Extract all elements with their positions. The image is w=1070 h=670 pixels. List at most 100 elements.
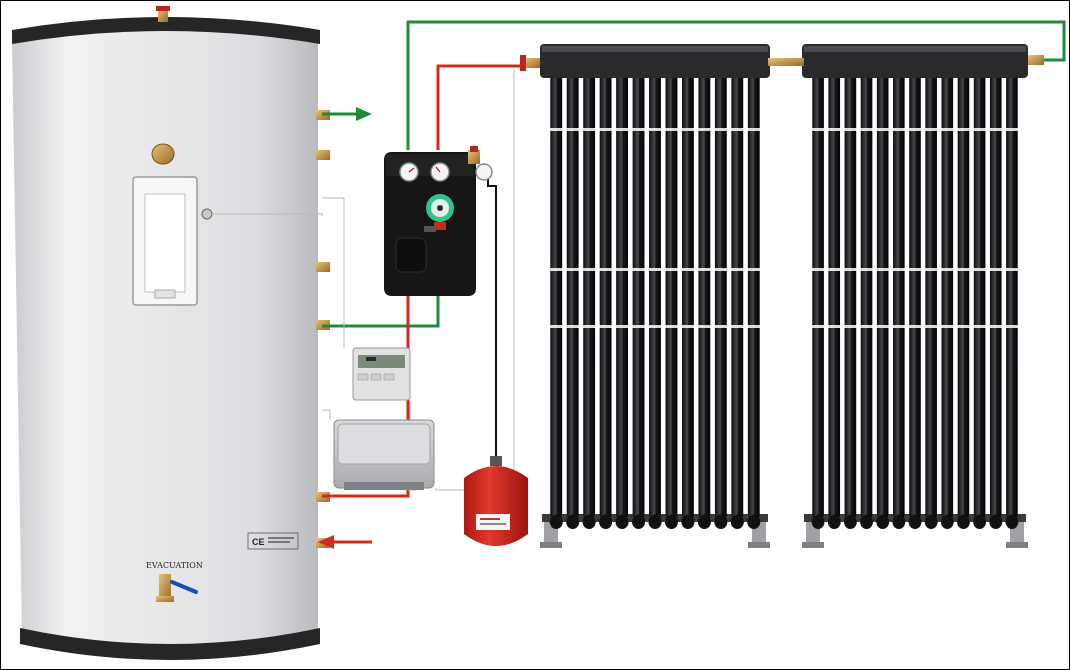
evacuated-tube (908, 72, 922, 529)
tube-end-cap (582, 515, 596, 529)
evacuated-tube (632, 72, 646, 529)
tube-highlight (865, 78, 868, 514)
evacuated-tube (876, 72, 890, 529)
expansion-vessel (464, 456, 528, 546)
collector-manifold (540, 44, 770, 78)
tube-end-cap (632, 515, 646, 529)
hot-water-out-arrow-icon (322, 107, 372, 121)
collector-foot-right (1006, 542, 1028, 548)
evacuated-tube (860, 72, 873, 529)
sensor-port-icon (201, 208, 213, 220)
storage-tank: CE EVACUATION (12, 6, 330, 660)
collector-support-gap (546, 128, 764, 131)
tube-highlight (604, 78, 607, 514)
evacuated-tube (1005, 72, 1019, 529)
tube-end-cap (876, 515, 890, 529)
tube-end-cap (860, 515, 873, 529)
evacuated-tube (924, 72, 938, 529)
tube-end-cap (973, 515, 987, 529)
tube-end-cap (924, 515, 938, 529)
controller-buttons[interactable] (357, 373, 395, 381)
tube-highlight (816, 78, 819, 514)
tube-end-cap (827, 515, 841, 529)
pump-station (384, 146, 493, 296)
tube-highlight (945, 78, 948, 514)
tube-end-cap (1005, 515, 1019, 529)
collector-outlet-port-icon (1028, 55, 1044, 65)
tube-highlight (620, 78, 623, 514)
tube-end-cap (599, 515, 613, 529)
tube-end-cap (549, 515, 563, 529)
tube-highlight (832, 78, 835, 514)
tube-end-cap (730, 515, 744, 529)
collector-foot-left (540, 542, 562, 548)
evacuated-tube (664, 72, 678, 529)
tube-end-cap (714, 515, 728, 529)
tube-end-cap (697, 515, 711, 529)
tube-end-cap (843, 515, 857, 529)
circulation-pump-icon (424, 194, 454, 232)
tube-end-cap (892, 515, 906, 529)
evacuated-tube (582, 72, 596, 529)
tube-highlight (913, 78, 916, 514)
tank-connection-ports (316, 110, 330, 548)
evacuated-tube (843, 72, 857, 529)
evacuated-tube (566, 72, 580, 529)
controller-display (358, 355, 405, 368)
evacuated-tube (599, 72, 613, 529)
collector-manifold-highlight (542, 46, 768, 52)
tube-end-cap (566, 515, 580, 529)
evacuated-tube (549, 72, 563, 529)
solar-controller (352, 347, 411, 401)
evacuated-tube (957, 72, 970, 529)
tube-highlight (670, 78, 672, 514)
cold-supply-pipe (322, 20, 1066, 328)
ce-mark-label: CE (247, 532, 299, 550)
collector-foot-right (748, 542, 770, 548)
collector-support-gap (808, 268, 1022, 271)
top-valve-icon (156, 6, 170, 22)
collector-support-gap (808, 128, 1022, 131)
tank-bottom-cap (20, 628, 320, 660)
tube-end-cap (989, 515, 1003, 529)
expansion-line (487, 172, 497, 460)
collector-foot-left (802, 542, 824, 548)
tube-highlight (1010, 78, 1013, 514)
tube-end-cap (664, 515, 678, 529)
evacuated-tube (681, 72, 695, 529)
evacuated-tube (940, 72, 954, 529)
evacuation-valve-icon[interactable] (156, 574, 198, 602)
tube-highlight (702, 78, 705, 514)
tube-end-cap (615, 515, 629, 529)
tube-end-cap (747, 515, 761, 529)
ce-mark-text: CE (252, 537, 265, 547)
tube-highlight (554, 78, 557, 514)
tank-top-cap (12, 17, 320, 44)
pressure-gauge-icon (399, 162, 419, 182)
tube-end-cap (908, 515, 922, 529)
collector-manifold (802, 44, 1028, 78)
tube-highlight (978, 78, 981, 514)
tube-highlight (571, 78, 574, 514)
evacuated-tube (811, 72, 825, 529)
evacuated-tube (697, 72, 711, 529)
solar-collector-1 (540, 44, 770, 548)
collector-link-port-icon (768, 58, 804, 66)
cold-water-in-arrow-icon (318, 535, 372, 549)
collector-support-gap (808, 325, 1022, 328)
evacuated-tube (648, 72, 662, 529)
evacuation-label: EVACUATION (146, 561, 203, 570)
tube-highlight (962, 78, 964, 514)
evacuated-tube (714, 72, 728, 529)
tube-highlight (929, 78, 932, 514)
tube-highlight (881, 78, 884, 514)
tube-highlight (637, 78, 640, 514)
evacuated-tube (892, 72, 906, 529)
tube-end-cap (648, 515, 662, 529)
tube-highlight (719, 78, 722, 514)
tube-highlight (848, 78, 851, 514)
tube-highlight (752, 78, 755, 514)
tube-highlight (686, 78, 689, 514)
collector-support-gap (546, 325, 764, 328)
solar-collector-2 (802, 44, 1028, 548)
